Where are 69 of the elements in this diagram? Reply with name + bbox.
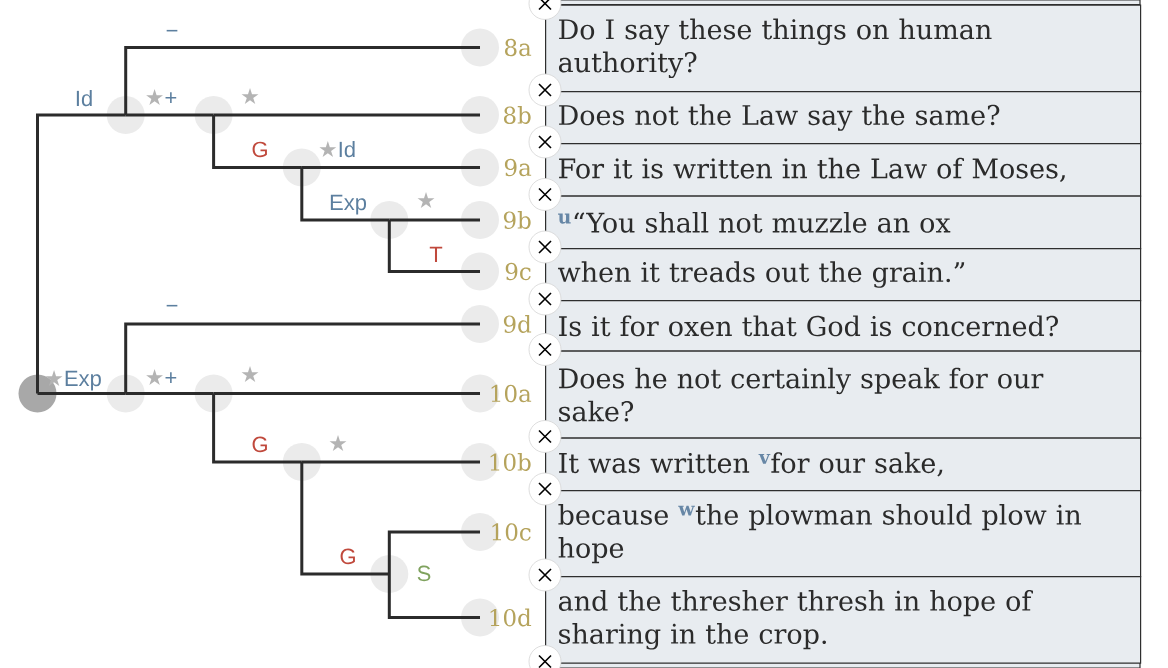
connector <box>300 167 390 222</box>
verse-number: 9b <box>503 211 531 229</box>
text-row: For it is written in the Law of Moses, <box>545 143 1142 197</box>
end-circle <box>461 305 499 343</box>
connector <box>212 393 302 464</box>
edge-label: ★Exp <box>45 370 101 391</box>
junction-circle <box>282 148 321 187</box>
verse-number: 10b <box>490 453 531 471</box>
connector <box>124 46 480 115</box>
edge-label: T <box>429 246 443 262</box>
text-row: Does not the Law say the same? <box>545 91 1142 145</box>
edge-label: ★Id <box>319 141 355 158</box>
connector <box>125 113 214 117</box>
edge-label: ★ <box>241 88 259 105</box>
end-circle <box>461 28 499 67</box>
edge-label: Exp <box>330 194 367 215</box>
edge-label: ★ <box>329 435 347 452</box>
edge-label: G <box>340 548 355 565</box>
connector <box>125 392 214 395</box>
connector <box>124 322 480 394</box>
connector <box>387 530 480 574</box>
connector <box>213 392 480 395</box>
verse-number: 9c <box>505 262 531 281</box>
text-row: and the thresher thresh in hope of sharing in the crop. <box>545 576 1142 664</box>
end-circle <box>461 201 499 239</box>
connector <box>301 460 480 464</box>
text-row: $^{u}$“You shall not muzzle an ox <box>545 195 1142 250</box>
verse-number: 8b <box>504 106 531 124</box>
edge-label: G <box>252 141 267 158</box>
text-row: Does he not certainly speak for our sake? <box>545 350 1142 439</box>
text-row: Is it for oxen that God is concerned? <box>545 300 1142 352</box>
connector <box>37 392 126 395</box>
verse-number: 10a <box>491 384 532 403</box>
edge-label: ★ <box>241 366 259 383</box>
connector <box>213 113 480 117</box>
connector <box>387 220 480 273</box>
verse-number: 10d <box>490 608 532 627</box>
connector <box>300 462 390 576</box>
connector <box>36 113 126 394</box>
text-row: It was written $^{v}$for our sake, <box>545 437 1142 492</box>
junction-circle <box>194 96 233 134</box>
end-circle <box>461 148 499 187</box>
edge-label: − <box>166 29 178 32</box>
relation-label: S <box>417 565 431 582</box>
edge-label: G <box>252 436 267 453</box>
end-circle <box>461 252 499 291</box>
text-row: because $^{w}$the plowman should plow in hope <box>545 490 1142 578</box>
end-circle <box>461 96 499 134</box>
edge-label: ★ <box>417 192 435 209</box>
edge-label: ★+ <box>146 369 177 386</box>
connector <box>389 218 480 222</box>
text-row: when it treads out the grain.” <box>545 248 1142 302</box>
edge-label: Id <box>76 90 92 107</box>
junction-circle <box>370 201 409 239</box>
connector <box>301 166 480 169</box>
junction-circle <box>106 96 145 134</box>
verse-number: 8a <box>505 38 532 57</box>
edge-label: − <box>166 304 178 307</box>
connector <box>212 115 302 169</box>
junction-circle <box>106 374 145 413</box>
verse-number: 9a <box>504 158 532 177</box>
junction-circle <box>282 443 321 481</box>
text-row: Do I say these things on human authority? <box>545 4 1142 93</box>
verse-number: 10c <box>492 523 531 541</box>
junction-circle <box>194 374 233 413</box>
edge-label: ★+ <box>146 89 177 106</box>
junction-circle <box>370 555 409 593</box>
verse-number: 9d <box>503 315 532 333</box>
connector <box>387 574 480 619</box>
